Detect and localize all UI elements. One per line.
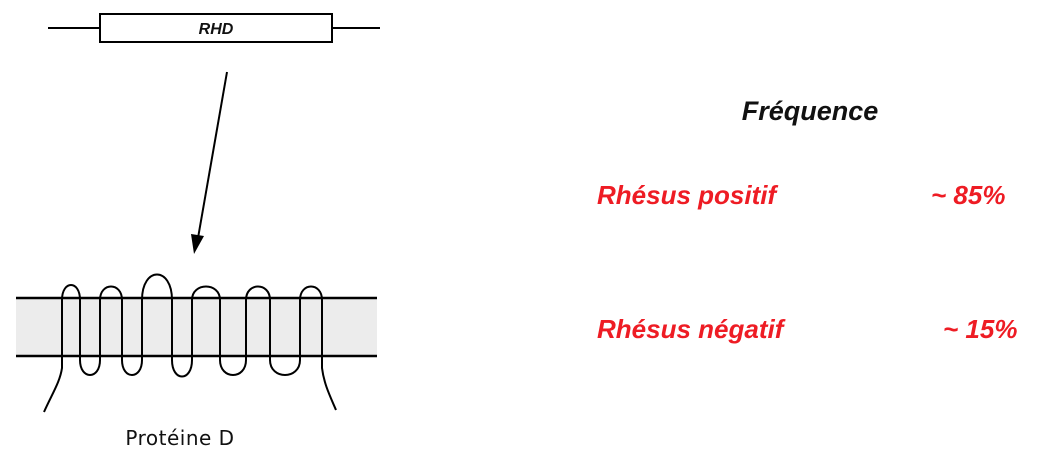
membrane-band xyxy=(16,298,377,356)
rhesus-negative-label: Rhésus négatif xyxy=(597,314,784,344)
frequency-title: Fréquence xyxy=(741,96,879,126)
protein-chain xyxy=(43,273,337,413)
rhesus-negative-frequency: ~ 15% xyxy=(943,314,1018,344)
gene-label: RHD xyxy=(198,21,234,38)
rhesus-positive-label: Rhésus positif xyxy=(597,180,777,210)
rhesus-positive-frequency: ~ 85% xyxy=(931,180,1006,210)
protein-label: Protéine D xyxy=(125,426,235,450)
expression-arrow xyxy=(191,71,228,254)
